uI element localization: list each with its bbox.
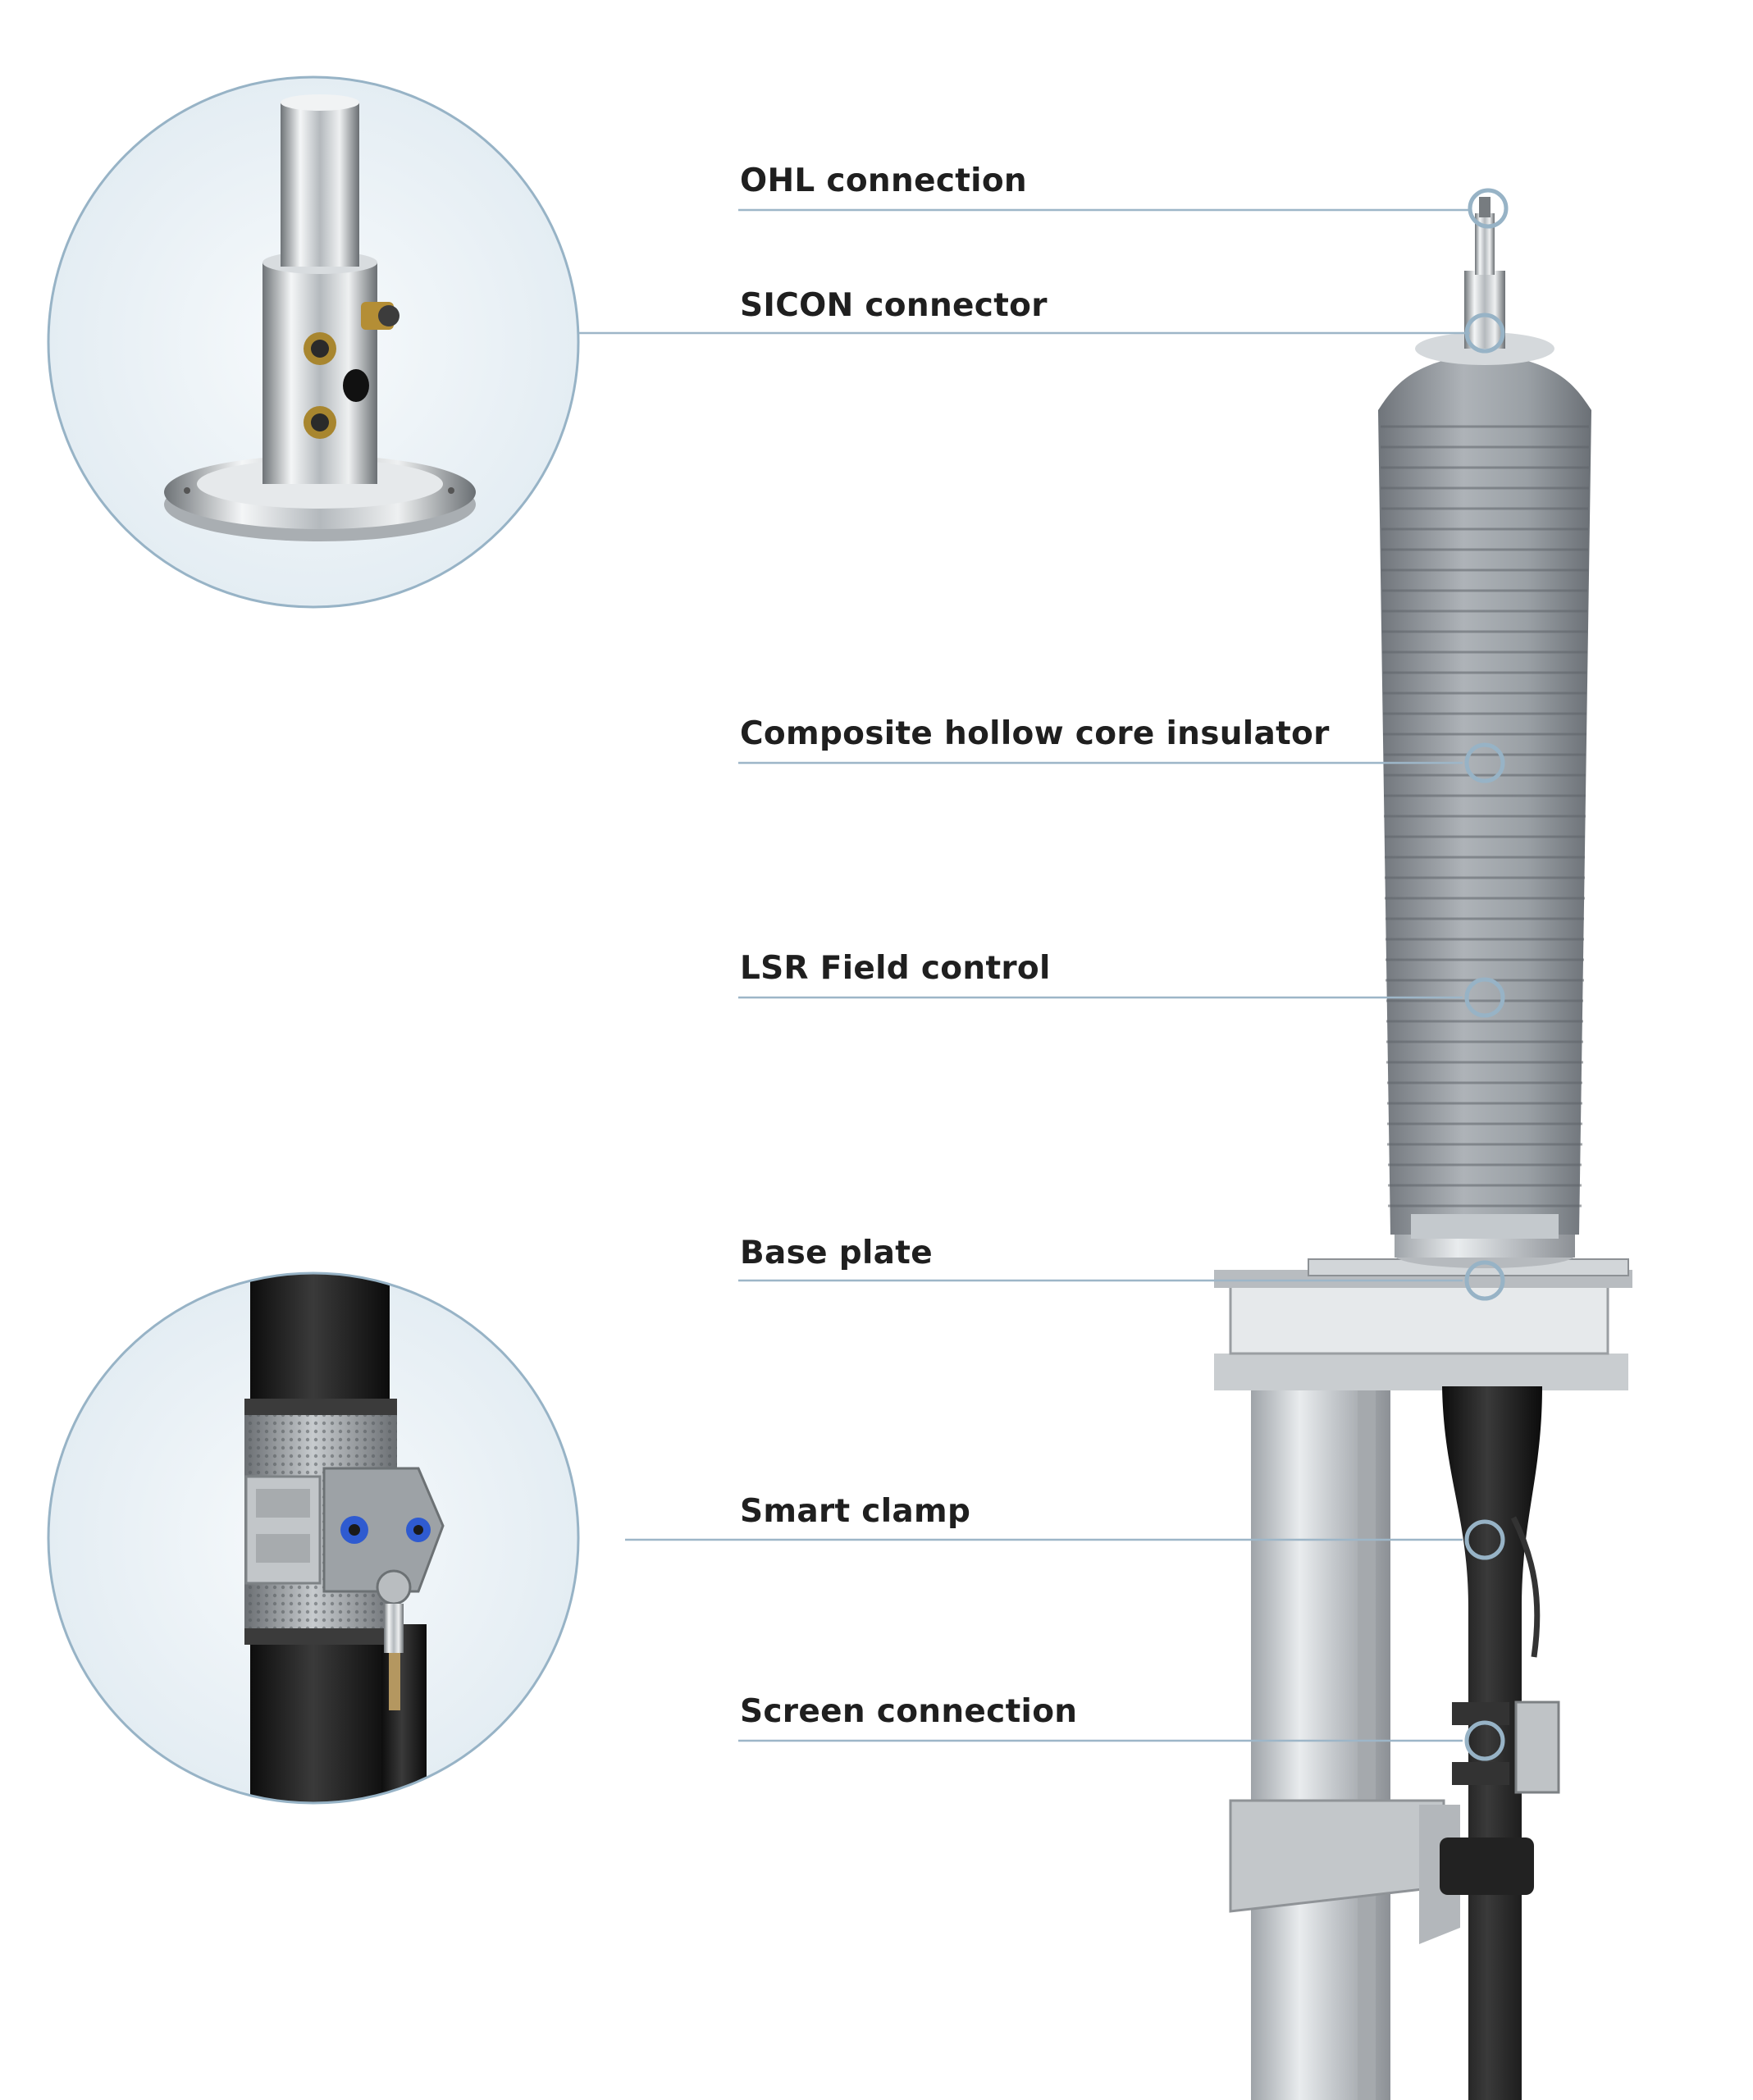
label-composite-insulator: Composite hollow core insulator — [740, 715, 1330, 752]
marker-ohl-connection — [1468, 188, 1509, 229]
label-sicon-connector: SICON connector — [740, 287, 1048, 324]
label-ohl-connection: OHL connection — [740, 162, 1028, 199]
marker-smart-clamp — [1464, 1519, 1505, 1560]
label-base-plate: Base plate — [740, 1235, 933, 1271]
leader-lines — [579, 208, 1470, 1742]
smart-clamp-detail-illustration — [47, 1271, 580, 1805]
marker-lsr-field-control — [1464, 977, 1505, 1018]
callout-markers — [1464, 188, 1509, 1761]
label-smart-clamp: Smart clamp — [740, 1493, 971, 1530]
marker-sicon-connector — [1464, 313, 1505, 354]
label-lsr-field-control: LSR Field control — [740, 950, 1051, 987]
marker-screen-connection — [1464, 1720, 1505, 1761]
marker-base-plate — [1464, 1260, 1505, 1301]
label-screen-connection: Screen connection — [740, 1693, 1078, 1730]
sicon-connector-detail-illustration — [47, 75, 580, 609]
cable-termination-illustration — [1214, 197, 1632, 2100]
marker-composite-insulator — [1464, 742, 1505, 783]
